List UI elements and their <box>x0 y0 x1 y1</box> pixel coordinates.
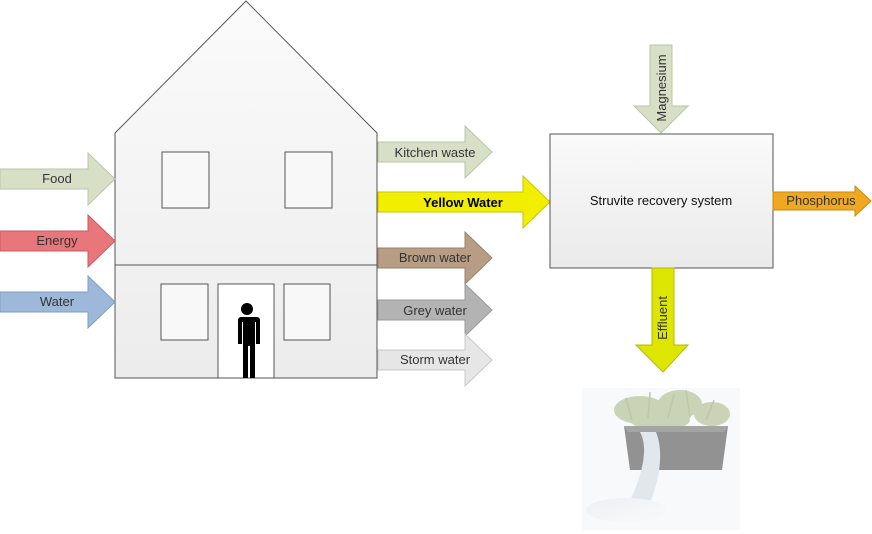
brown-water-arrow-shape <box>377 230 493 286</box>
kitchen-waste-arrow-shape <box>377 124 493 180</box>
effluent-arrow-shape <box>634 267 690 373</box>
food-label: Food <box>42 171 72 186</box>
window-lower-right <box>283 283 331 341</box>
kitchen-waste-label: Kitchen waste <box>395 145 476 160</box>
magnesium-arrow: Magnesium <box>632 44 690 134</box>
yellow-water-label: Yellow Water <box>423 195 503 210</box>
storm-water-label: Storm water <box>400 352 471 367</box>
window-upper-right <box>284 151 333 209</box>
water-label: Water <box>40 294 75 309</box>
output-arrow-kitchen-waste: Kitchen waste <box>377 124 493 180</box>
input-arrow-water: Water <box>0 274 116 330</box>
brown-water-label: Brown water <box>399 250 472 265</box>
phosphorus-label: Phosphorus <box>786 193 856 208</box>
window-lower-left <box>160 283 209 341</box>
input-arrow-energy: Energy <box>0 213 116 269</box>
input-arrow-food: Food <box>0 151 116 207</box>
effluent-label: Effluent <box>655 296 670 340</box>
energy-arrow-shape <box>0 213 116 269</box>
phosphorus-arrow-shape <box>772 184 872 218</box>
storm-water-arrow-shape <box>377 332 493 388</box>
planter-water-illustration <box>582 388 740 530</box>
output-arrow-storm-water: Storm water <box>377 332 493 388</box>
struvite-system-label: Struvite recovery system <box>590 193 732 208</box>
person-icon <box>237 303 260 378</box>
output-arrow-yellow-water: Yellow Water <box>377 174 551 230</box>
output-arrow-brown-water: Brown water <box>377 230 493 286</box>
grey-water-label: Grey water <box>403 303 467 318</box>
food-arrow-shape <box>0 151 116 207</box>
window-upper-left <box>161 151 210 209</box>
energy-label: Energy <box>36 233 78 248</box>
yellow-water-arrow-shape <box>377 174 551 230</box>
output-arrow-grey-water: Grey water <box>377 282 493 338</box>
magnesium-label: Magnesium <box>654 54 669 121</box>
phosphorus-arrow: Phosphorus <box>772 184 872 218</box>
magnesium-arrow-shape <box>632 44 690 134</box>
water-arrow-shape <box>0 274 116 330</box>
grey-water-arrow-shape <box>377 282 493 338</box>
effluent-arrow: Effluent <box>634 267 690 373</box>
